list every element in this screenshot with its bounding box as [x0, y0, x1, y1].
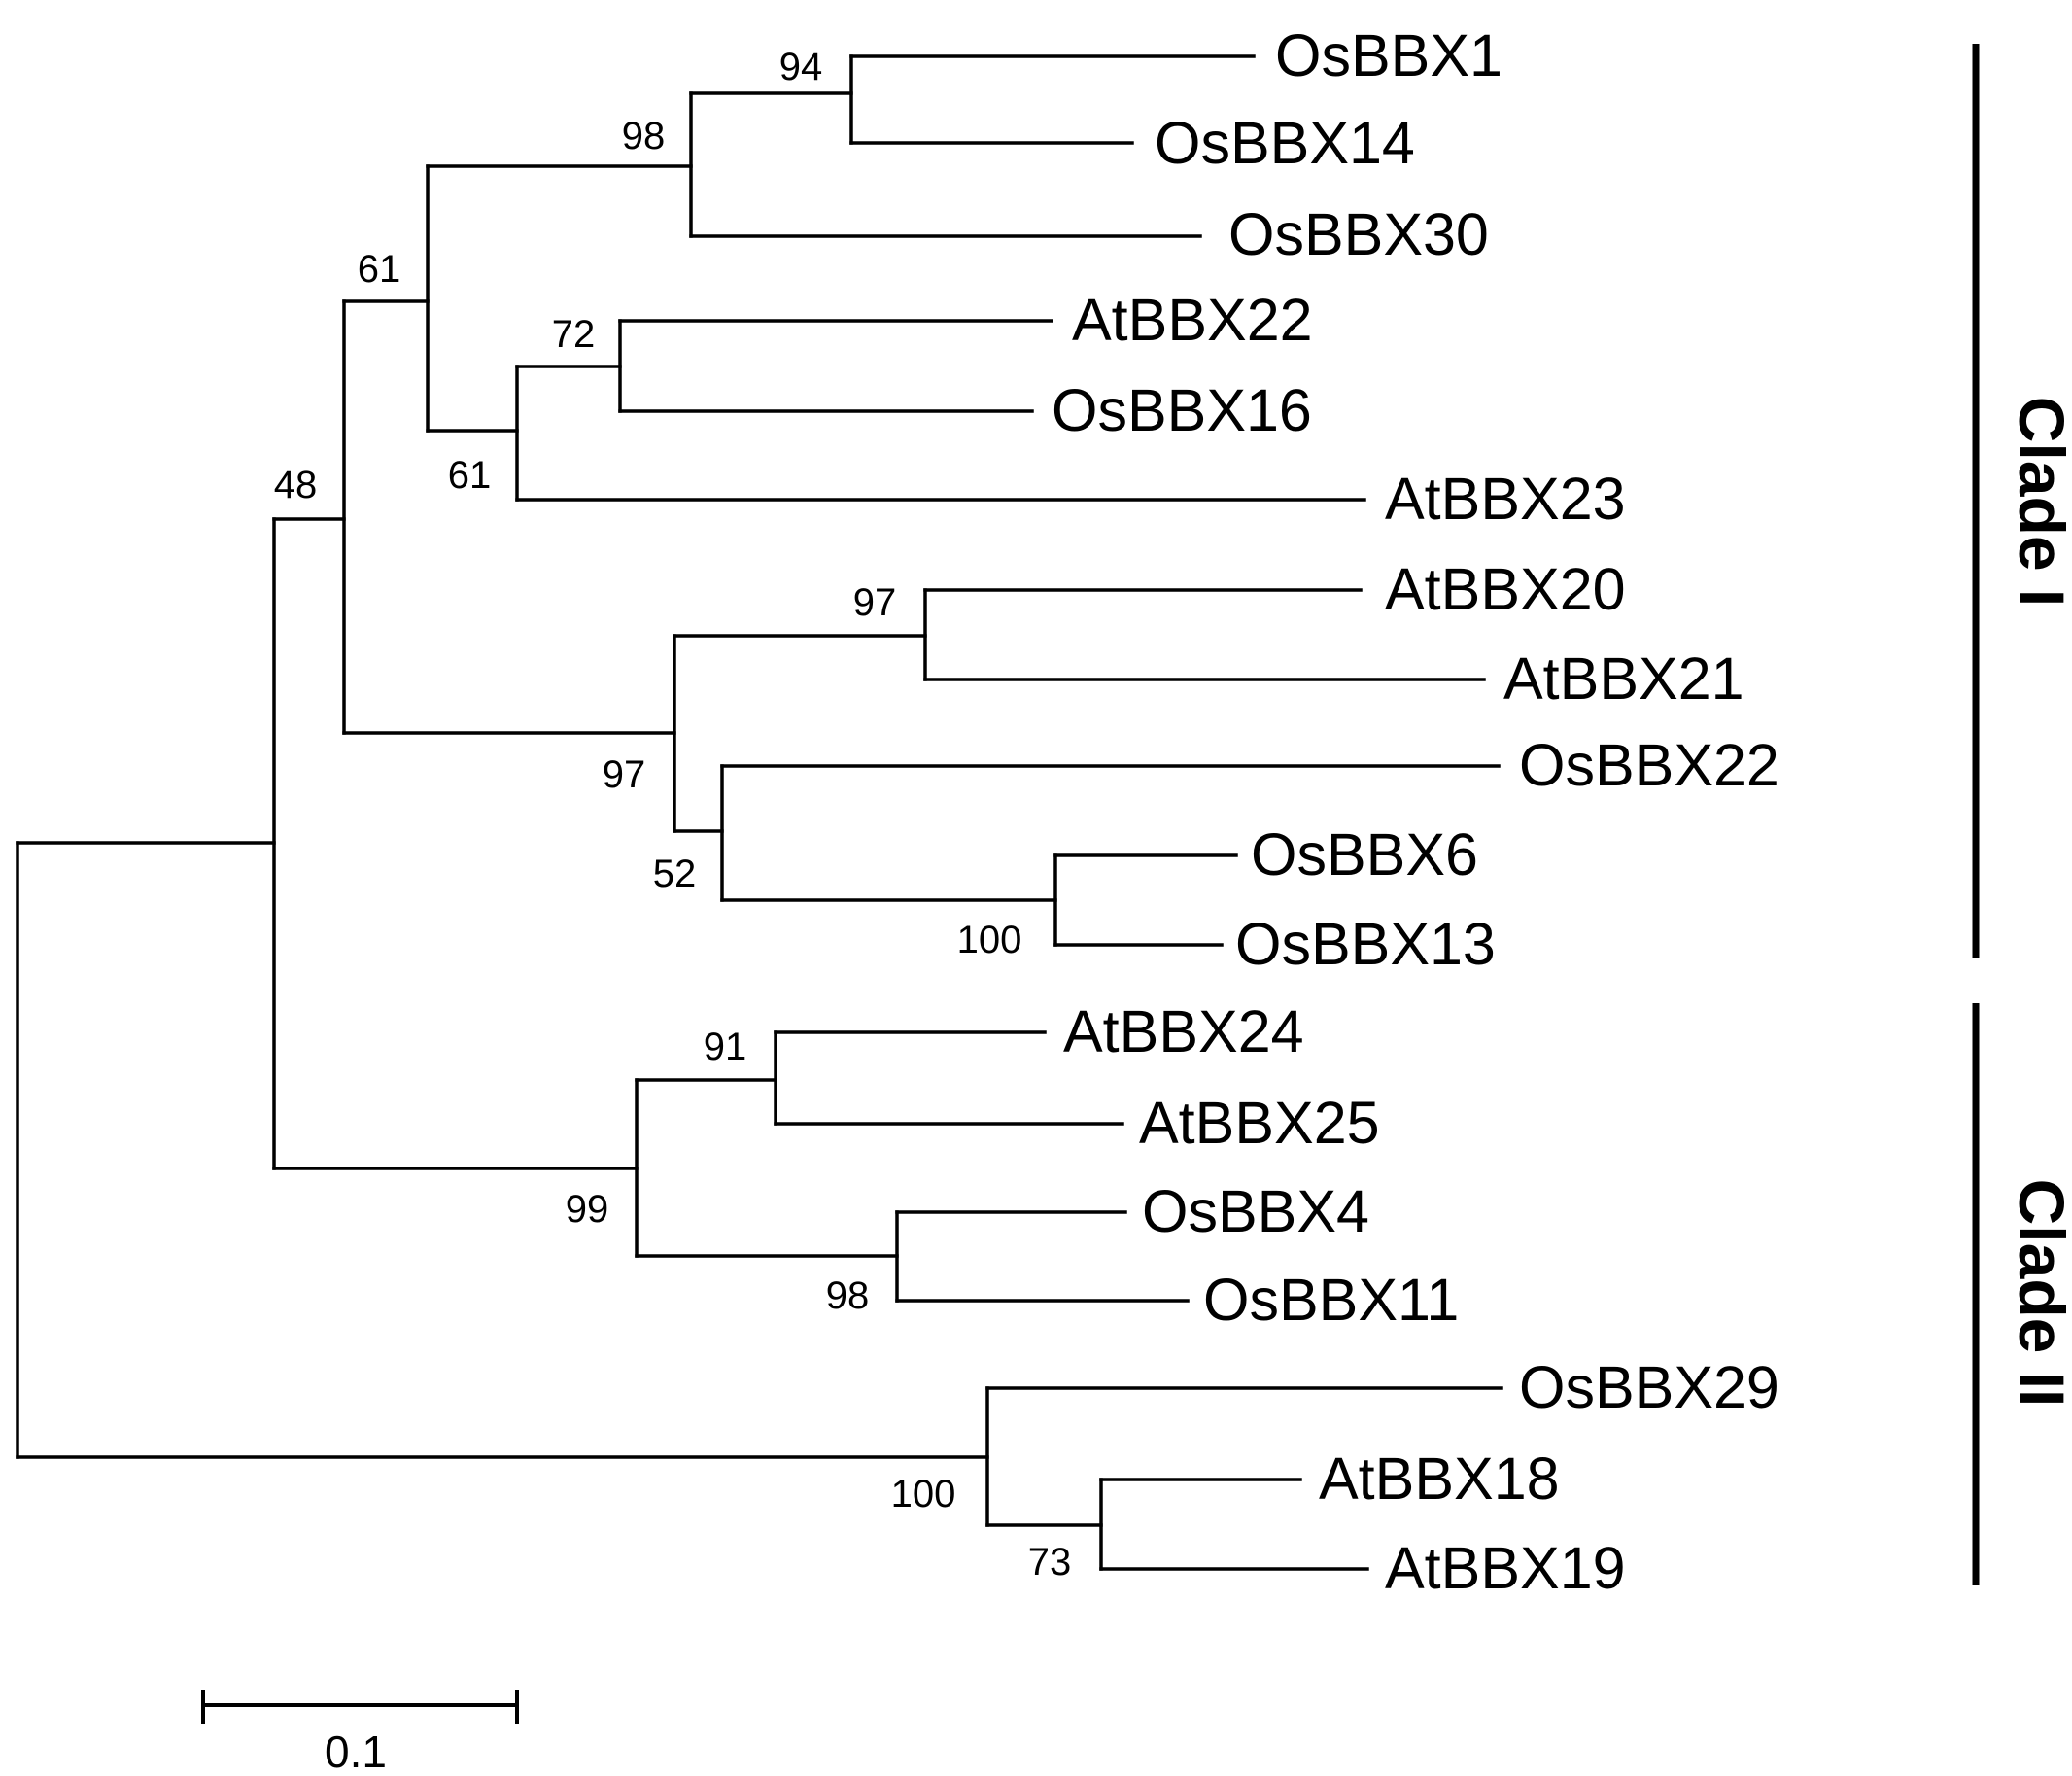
leaf-label: OsBBX13 — [1235, 911, 1496, 977]
leaf-labels: OsBBX1 OsBBX14 OsBBX30 AtBBX22 OsBBX16 A… — [1052, 22, 1779, 1601]
bootstrap-value: 100 — [957, 919, 1022, 961]
bootstrap-value: 73 — [1028, 1541, 1072, 1584]
leaf-label: AtBBX25 — [1139, 1090, 1380, 1156]
bootstrap-value: 94 — [779, 46, 823, 88]
leaf-label: AtBBX20 — [1385, 556, 1626, 622]
bootstrap-value: 52 — [653, 853, 697, 895]
leaf-label: OsBBX29 — [1519, 1354, 1779, 1420]
leaf-label: OsBBX30 — [1228, 201, 1489, 267]
leaf-label: OsBBX16 — [1052, 377, 1312, 443]
bootstrap-values: 94 98 61 72 61 48 97 97 52 100 91 99 98 … — [274, 46, 1072, 1584]
bootstrap-value: 61 — [448, 454, 492, 497]
bootstrap-value: 100 — [891, 1473, 956, 1515]
bootstrap-value: 97 — [603, 753, 646, 796]
tree-branches — [16, 54, 1503, 1571]
bootstrap-value: 98 — [622, 115, 666, 157]
leaf-label: OsBBX1 — [1275, 22, 1502, 88]
bootstrap-value: 48 — [274, 464, 318, 506]
leaf-label: OsBBX11 — [1203, 1267, 1459, 1333]
bootstrap-value: 99 — [566, 1188, 609, 1231]
leaf-label: AtBBX21 — [1503, 645, 1744, 712]
leaf-label: AtBBX19 — [1385, 1535, 1626, 1601]
scale-bar: 0.1 — [201, 1690, 519, 1776]
bootstrap-value: 72 — [552, 313, 596, 356]
bootstrap-value: 97 — [853, 581, 897, 624]
leaf-label: OsBBX22 — [1519, 732, 1779, 798]
bootstrap-value: 98 — [826, 1274, 870, 1317]
clade-annotations: Clade I Clade II — [1972, 44, 2072, 1585]
leaf-label: AtBBX23 — [1385, 466, 1626, 532]
leaf-label: AtBBX24 — [1063, 998, 1304, 1064]
clade-label-1: Clade I — [2006, 397, 2072, 607]
leaf-label: AtBBX22 — [1072, 287, 1313, 353]
scale-bar-label: 0.1 — [325, 1726, 387, 1776]
leaf-label: OsBBX14 — [1155, 110, 1415, 176]
bootstrap-value: 91 — [704, 1026, 747, 1068]
leaf-label: OsBBX6 — [1251, 821, 1478, 888]
bootstrap-value: 61 — [358, 248, 401, 291]
leaf-label: OsBBX4 — [1142, 1178, 1369, 1244]
clade-label-2: Clade II — [2006, 1179, 2072, 1408]
leaf-label: AtBBX18 — [1319, 1445, 1560, 1512]
